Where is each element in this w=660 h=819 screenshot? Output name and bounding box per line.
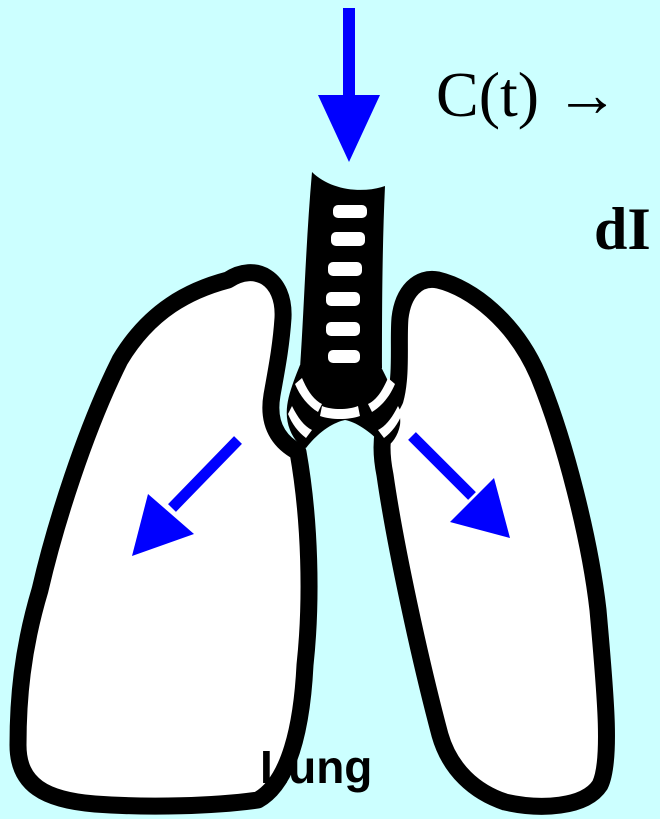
derivative-formula: dI: [594, 195, 651, 264]
right-lung-icon: [382, 279, 607, 806]
inflow-arrow-icon: [318, 8, 380, 162]
concentration-formula: C(t) →: [436, 58, 619, 132]
trachea-icon: [287, 172, 402, 448]
lung-label: Lung: [260, 740, 372, 794]
